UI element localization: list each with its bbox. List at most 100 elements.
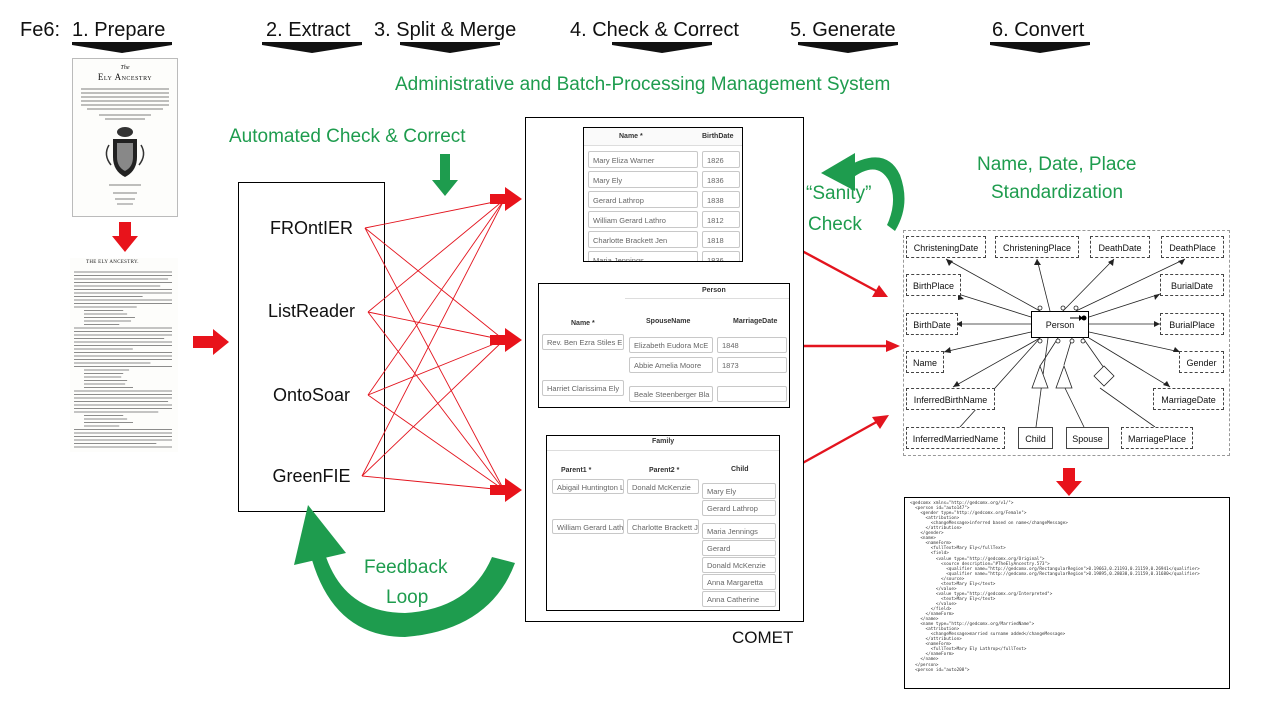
person-birth-cell[interactable]: 1836 [702,171,740,188]
family-child-cell[interactable]: Anna Margaretta [702,574,776,590]
sanity-label-line2: Check [808,214,862,235]
xml-line: <changeMessage>inferred based on name</c… [910,521,1068,527]
step-split-merge: 3. Split & Merge [374,19,517,41]
person-key-icon [1070,315,1087,321]
to-ontology-arrow-3-icon [872,415,889,429]
pipeline-prefix: Fe6: [20,19,61,41]
family-parent1-cell[interactable]: Abigail Huntington Lat [552,479,624,494]
xml-line: </attribution> [910,526,962,532]
merge-arrow-top-icon [490,187,522,211]
person-form-name-header: Name * [619,133,643,140]
xml-line: <text>Mary Ely</text> [910,581,996,587]
family-parent2-cell[interactable]: Charlotte Brackett Jen [627,519,699,534]
marriage-date-cell[interactable]: 1848 [717,337,787,353]
family-parent2-cell[interactable]: Donald McKenzie [627,479,699,494]
family-parent1-cell[interactable]: William Gerard Lathro [552,519,624,534]
entity-child: Child [1018,427,1053,449]
entity-death-date: DeathDate [1090,236,1150,258]
xml-line: </name> [910,617,939,623]
xml-line: </gender> [910,531,944,537]
ontology-diagram-frame [903,230,1230,456]
family-form-child-header: Child [731,466,749,473]
coat-of-arms-icon [105,127,145,177]
entity-marriage-place: MarriagePlace [1121,427,1193,449]
person-birth-cell[interactable]: 1826 [702,151,740,168]
xml-line: </nameForm> [910,652,954,658]
person-name-cell[interactable]: Maria Jennings [588,251,698,261]
person-name-cell[interactable]: William Gerard Lathro [588,211,698,228]
entity-birth-date: BirthDate [906,313,958,335]
feedback-label-line2: Loop [386,587,429,608]
family-form: Family Parent1 * Parent2 * Child Abigail… [546,435,780,611]
marriage-spouse-cell[interactable]: Beale Steenberger Bla [629,386,713,402]
prepare-down-arrow-icon [112,222,138,252]
marriage-date-cell[interactable]: 1873 [717,357,787,373]
book-title: Ely Ancestry [97,72,153,82]
person-name-cell[interactable]: Mary Eliza Warner [588,151,698,168]
book-title-the: The [120,65,130,71]
person-form: Name * BirthDate Mary Eliza Warner 1826 … [583,127,743,262]
entity-spouse: Spouse [1066,427,1109,449]
convert-down-arrow-icon [1056,468,1082,496]
person-birth-cell[interactable]: 1818 [702,231,740,248]
family-child-cell[interactable]: Anna Catherine [702,591,776,607]
marriage-spouse-cell[interactable]: Abbie Amelia Moore [629,357,713,373]
xml-line: <nameForm> [910,642,952,648]
standardization-label-line1: Name, Date, Place [977,154,1137,175]
entity-marriage-date: MarriageDate [1153,388,1224,410]
entity-christening-place: ChristeningPlace [995,236,1079,258]
xml-line: <qualifier name="http://gedcomx.org/Rect… [910,571,1200,577]
merge-arrow-bottom-icon [490,478,522,502]
gedcomx-xml-output: <gedcomx xmlns="http://gedcomx.org/v1/">… [904,497,1230,689]
family-child-cell[interactable]: Maria Jennings [702,523,776,539]
xml-line: <fullText>Mary Ely Lathrop</fullText> [910,647,1027,653]
entity-inferred-birth-name: InferredBirthName [906,388,995,410]
entity-birth-place: BirthPlace [906,274,961,296]
family-child-cell[interactable]: Mary Ely [702,483,776,499]
xml-line: <qualifier name="http://gedcomx.org/Rect… [910,566,1200,572]
person-birth-cell[interactable]: 1838 [702,191,740,208]
marriage-spouse-cell[interactable]: Elizabeth Eudora McE [629,337,713,353]
step-prepare: 1. Prepare [72,19,166,41]
book-text-page: THE ELY ANCESTRY. [70,258,178,452]
xml-line: </attribution> [910,637,962,643]
xml-line: <fullText>Mary Ely</fullText> [910,546,1006,552]
step-convert: 6. Convert [992,19,1085,41]
xml-line: </field> [910,606,952,612]
family-child-cell[interactable]: Gerard Lathrop [702,500,776,516]
marriage-form-name-header: Name * [571,320,595,327]
step-generate: 5. Generate [790,19,896,41]
xml-line: <field> [910,551,949,557]
chevron-generate [798,42,898,53]
tool-ontosoar: OntoSoar [272,385,351,405]
xml-line: <value type="http://gedcomx.org/Interpre… [910,591,1053,597]
entity-burial-date: BurialDate [1160,274,1224,296]
person-name-cell[interactable]: Gerard Lathrop [588,191,698,208]
to-ontology-arrow-2-icon [886,340,900,352]
xml-line: </value> [910,601,957,607]
person-birth-cell[interactable]: 1836 [702,251,740,261]
xml-line: <gedcomx xmlns="http://gedcomx.org/v1/"> [910,501,1014,506]
to-ontology-arrow-1-icon [872,285,888,297]
comet-label: COMET [732,628,794,647]
xml-line: <person id="auto147"> [910,506,970,512]
xml-line: </name> [910,657,939,663]
sanity-label-line1: “Sanity” [806,183,872,204]
person-name-cell[interactable]: Mary Ely [588,171,698,188]
sanity-check-arrow-icon [821,153,905,231]
entity-death-place: DeathPlace [1161,236,1224,258]
marriage-name-cell[interactable]: Rev. Ben Ezra Stiles E [542,334,624,350]
family-child-cell[interactable]: Donald McKenzie [702,557,776,573]
entity-person-label: Person [1045,320,1075,330]
family-child-cell[interactable]: Gerard [702,540,776,556]
merge-arrow-middle-icon [490,328,522,352]
marriage-name-cell[interactable]: Harriet Clarissima Ely [542,380,624,396]
person-name-cell[interactable]: Charlotte Brackett Jen [588,231,698,248]
extraction-tools-box: FROntIER ListReader OntoSoar GreenFIE [238,182,385,512]
book-text-lines [74,271,172,448]
marriage-date-cell[interactable] [717,386,787,402]
xml-line: <nameForm> [910,541,952,547]
xml-line: <attribution> [910,627,960,633]
person-birth-cell[interactable]: 1812 [702,211,740,228]
entity-gender: Gender [1179,351,1224,373]
